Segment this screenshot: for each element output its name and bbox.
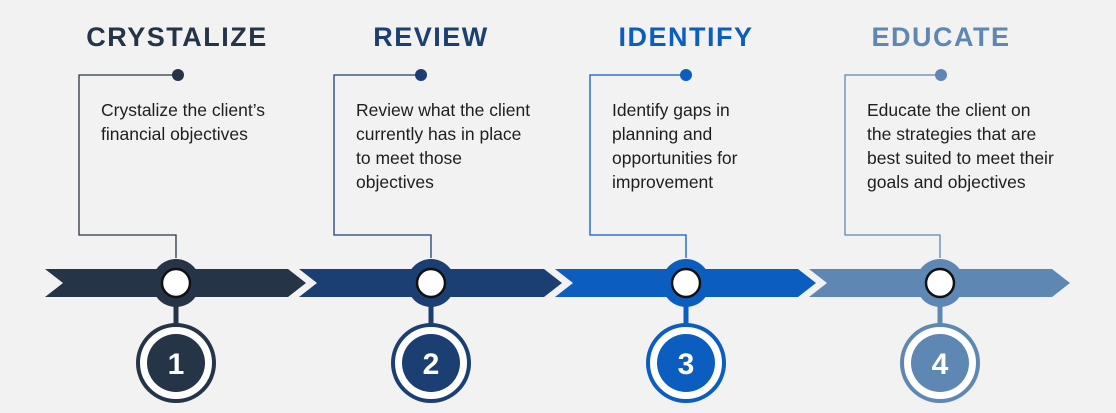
step-4-connector-line: [844, 74, 941, 258]
step-3-graphics: 3: [555, 69, 816, 403]
step-2-graphics: 2: [299, 69, 562, 403]
step-4-graphics: 4: [809, 69, 1070, 403]
step-3-connector-line: [589, 74, 687, 258]
step-3-title: IDENTIFY: [618, 22, 754, 52]
step-4-description: Educate the client on the strategies tha…: [867, 100, 1054, 192]
step-1-number: 1: [168, 348, 185, 381]
step-3-connector-dot: [680, 69, 692, 81]
step-4-connector-dot: [935, 69, 947, 81]
step-1-connector-line: [78, 74, 178, 258]
step-2-node-center: [415, 267, 447, 299]
step-2-badge-inner: [402, 334, 460, 392]
step-2-connector-line: [333, 74, 432, 258]
step-1-node-center: [160, 267, 192, 299]
step-3-badge-inner: [657, 334, 715, 392]
step-4-number: 4: [932, 348, 949, 381]
step-1-badge-inner: [147, 334, 205, 392]
step-1-connector-dot: [172, 69, 184, 81]
step-4-title: EDUCATE: [871, 22, 1011, 52]
step-2-title: REVIEW: [373, 22, 489, 52]
step-3-node-center: [670, 267, 702, 299]
step-1-title: CRYSTALIZE: [86, 22, 268, 52]
step-1-graphics: 1: [45, 69, 306, 403]
step-2-connector-dot: [415, 69, 427, 81]
step-4-badge-inner: [911, 334, 969, 392]
step-4-node-center: [924, 267, 956, 299]
step-2-number: 2: [423, 348, 440, 381]
step-1-description: Crystalize the client’s financial object…: [101, 100, 266, 144]
step-2-description: Review what the client currently has in …: [356, 100, 531, 192]
step-3-description: Identify gaps in planning and opportunit…: [612, 100, 738, 192]
step-3-number: 3: [678, 348, 695, 381]
